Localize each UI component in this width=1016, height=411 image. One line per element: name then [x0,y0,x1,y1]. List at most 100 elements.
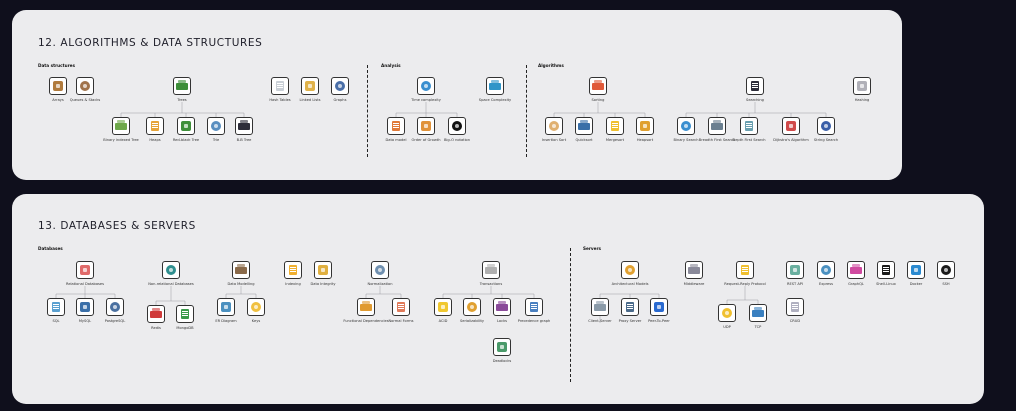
node-insertion-sort[interactable]: Insertion Sort [542,117,566,142]
node-space-complexity[interactable]: Space Complexity [479,77,511,102]
node-hash-tables[interactable]: Hash Tables [269,77,291,102]
node-trees[interactable]: Trees [172,77,192,102]
node-middleware[interactable]: Middleware [684,261,704,286]
node-indexing[interactable]: Indexing [283,261,303,286]
node-hashing[interactable]: Hashing [852,77,872,102]
acid-icon [434,298,452,316]
node-heaps[interactable]: Heaps [145,117,165,142]
node-label: Architectural Models [611,282,649,286]
node-trie[interactable]: Trie [206,117,226,142]
node-ssh[interactable]: SSH [936,261,956,286]
node-express[interactable]: Express [816,261,836,286]
node-label: Data Modelling [227,282,255,286]
node-label: Docker [909,282,923,286]
node-data-integrity[interactable]: Data Integrity [311,261,335,286]
node-label: Order of Growth [411,138,441,142]
serializability-icon [463,298,481,316]
node-peer-to-peer[interactable]: Peer-To-Peer [648,298,670,323]
node-label: Red-black Tree [172,138,200,142]
node-binary-indexed-tree[interactable]: Binary indexed Tree [103,117,139,142]
node-precedence-graph[interactable]: Precedence graph [518,298,550,323]
docker-icon [907,261,925,279]
node-er-diagram[interactable]: ER Diagram [215,298,237,323]
linked-list-icon [301,77,319,95]
node-label: Normal Forms [388,319,414,323]
node-relational-databases[interactable]: Relational Databases [66,261,104,286]
node-locks[interactable]: Locks [492,298,512,323]
connector-line [155,286,186,305]
node-label: Request-Reply Protocol [724,282,766,286]
section-divider [570,248,571,382]
node-data-model[interactable]: Data model [386,117,406,142]
node-tcp[interactable]: TCP [748,304,768,329]
crud-icon [786,298,804,316]
connector-line [225,286,257,298]
node-request-reply-protocol[interactable]: Request-Reply Protocol [724,261,766,286]
node-redis[interactable]: Redis [146,305,166,330]
node-acid[interactable]: ACID [433,298,453,323]
proxy-server-icon [621,298,639,316]
connector-line [553,102,646,117]
node-docker[interactable]: Docker [906,261,926,286]
node-big-o-notation[interactable]: Big-O notation [444,117,470,142]
node-mergesort[interactable]: Mergesort [605,117,625,142]
node-normalization[interactable]: Normalization [368,261,392,286]
node-postgresql[interactable]: PostgreSQL [105,298,125,323]
node-label: Depth First Search [732,138,766,142]
node-linked-lists[interactable]: Linked Lists [299,77,321,102]
node-queues-stacks[interactable]: Queues & Stacks [70,77,100,102]
node-functional-dependencies[interactable]: Functional Dependencies [343,298,389,323]
node-deadlocks[interactable]: Deadlocks [492,338,512,363]
client-server-icon [591,298,609,316]
node-mongodb[interactable]: MongoDB [175,305,195,330]
trie-icon [207,117,225,135]
data-integrity-icon [314,261,332,279]
node-sql[interactable]: SQL [46,298,66,323]
tcp-icon [749,304,767,322]
node-label: ACID [438,319,448,323]
node-transactions[interactable]: Transactions [480,261,502,286]
node-client-server[interactable]: Client-Server [588,298,612,323]
node-mysql[interactable]: MySQL [75,298,95,323]
node-label: MySQL [78,319,92,323]
node-udp[interactable]: UDP [717,304,737,329]
node-heapsort[interactable]: Heapsort [635,117,655,142]
node-string-search[interactable]: String Search [814,117,838,142]
node-graphql[interactable]: GraphQL [846,261,866,286]
node-keys[interactable]: Keys [246,298,266,323]
node-rest-api[interactable]: REST API [785,261,805,286]
node-label: Precedence graph [517,319,551,323]
node-label: UDP [723,325,731,329]
node-architectural-models[interactable]: Architectural Models [612,261,648,286]
sorting-icon [589,77,607,95]
node-order-of-growth[interactable]: Order of Growth [412,117,440,142]
node-label: Functional Dependencies [343,319,389,323]
node-quicksort[interactable]: Quicksort [574,117,594,142]
node-binary-search[interactable]: Binary Search [673,117,699,142]
node-non-relational-databases[interactable]: Non-relational Databases [148,261,194,286]
node-label: Queues & Stacks [69,98,101,102]
node-sorting[interactable]: Sorting [588,77,608,102]
red-black-tree-icon [177,117,195,135]
node-b-b-tree[interactable]: B-B Tree [234,117,254,142]
node-label: Shell-Linux [876,282,896,286]
node-shell-linux[interactable]: Shell-Linux [876,261,896,286]
node-dijkstra-s-algorithm[interactable]: Dijkstra's Algorithm [773,117,809,142]
node-proxy-server[interactable]: Proxy Server [619,298,641,323]
node-time-complexity[interactable]: Time complexity [411,77,441,102]
request-reply-icon [736,261,754,279]
node-crud[interactable]: CRUD [785,298,805,323]
node-graphs[interactable]: Graphs [330,77,350,102]
node-data-modelling[interactable]: Data Modelling [227,261,255,286]
node-normal-forms[interactable]: Normal Forms [388,298,414,323]
b-tree-icon [235,117,253,135]
node-red-black-tree[interactable]: Red-black Tree [173,117,199,142]
node-breadth-first-search[interactable]: Breadth First Search [699,117,735,142]
node-serializability[interactable]: Serializability [460,298,484,323]
node-searching[interactable]: Searching [745,77,765,102]
node-depth-first-search[interactable]: Depth First Search [732,117,766,142]
node-label: Graphs [333,98,347,102]
heap-icon [146,117,164,135]
heapsort-icon [636,117,654,135]
node-arrays[interactable]: Arrays [48,77,68,102]
